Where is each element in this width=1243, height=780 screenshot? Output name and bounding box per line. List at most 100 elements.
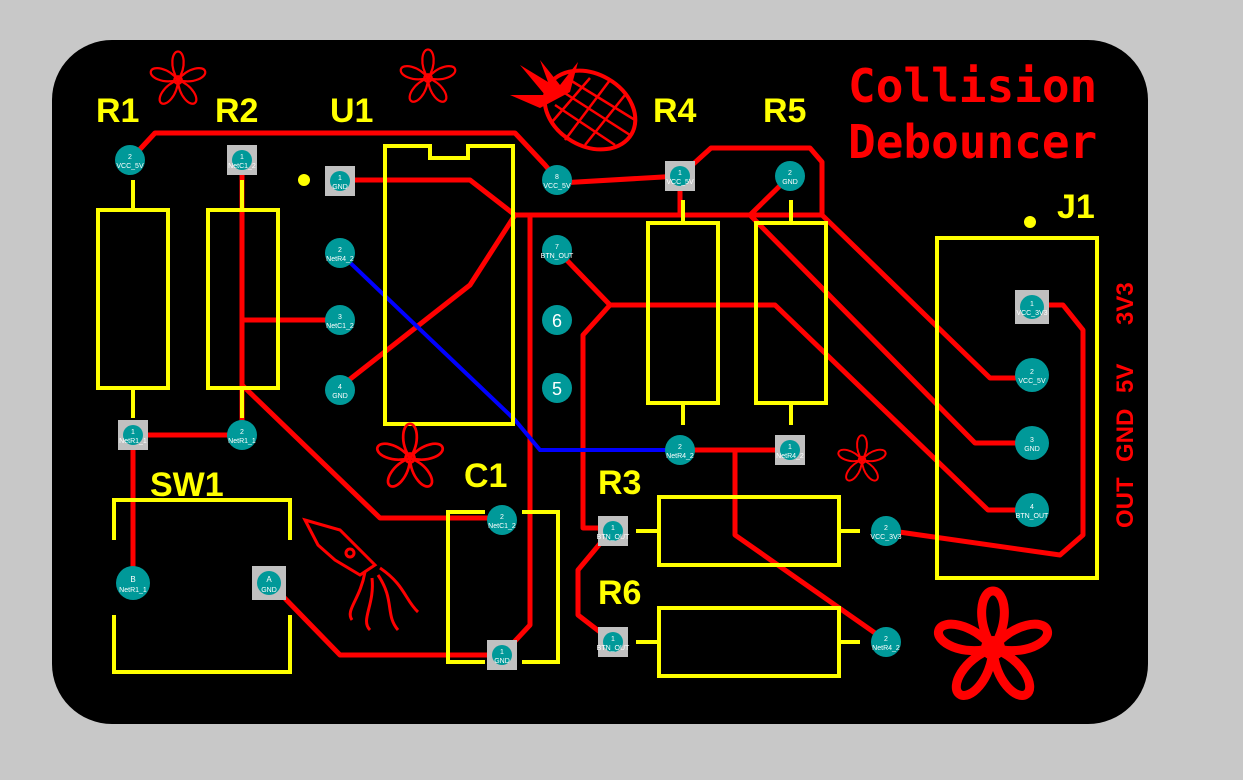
svg-text:1: 1: [611, 525, 615, 532]
svg-text:5: 5: [552, 379, 562, 399]
svg-text:3: 3: [1030, 437, 1034, 444]
label-r2: R2: [215, 92, 258, 130]
svg-text:2: 2: [1030, 369, 1034, 376]
svg-text:8: 8: [555, 174, 559, 181]
pad-r1-2: 2 VCC_5V: [115, 145, 145, 175]
j1-label-out: OUT: [1112, 477, 1139, 528]
label-j1: J1: [1057, 188, 1095, 226]
svg-text:BTN_OUT: BTN_OUT: [597, 645, 630, 652]
pad-u1-3: 3 NetC1_2: [325, 305, 355, 335]
svg-text:6: 6: [552, 311, 562, 331]
svg-text:1: 1: [611, 636, 615, 643]
svg-text:NetR4_2: NetR4_2: [776, 453, 804, 460]
svg-text:1: 1: [131, 429, 135, 436]
pineapple-icon: [510, 60, 638, 152]
pad-j1-4: 4 BTN_OUT: [1015, 493, 1049, 527]
pad-u1-2: 2 NetR4_2: [325, 238, 355, 268]
svg-text:2: 2: [788, 170, 792, 177]
svg-text:3: 3: [338, 314, 342, 321]
j1-pin1-marker: [1024, 216, 1036, 228]
svg-text:BTN_OUT: BTN_OUT: [1016, 513, 1049, 520]
svg-text:1: 1: [788, 444, 792, 451]
svg-text:1: 1: [1030, 301, 1034, 308]
label-r4: R4: [653, 92, 697, 130]
svg-text:VCC_5V: VCC_5V: [116, 163, 144, 170]
svg-text:GND: GND: [782, 179, 798, 186]
svg-text:GND: GND: [261, 587, 277, 594]
svg-text:1: 1: [500, 649, 504, 656]
svg-text:VCC_5V: VCC_5V: [1018, 378, 1046, 385]
pad-u1-4: 4 GND: [325, 375, 355, 405]
pad-r2-1: 1 NetC1_2: [227, 145, 257, 175]
svg-text:BTN_OUT: BTN_OUT: [541, 253, 574, 260]
pad-r5-1: 1 NetR4_2: [775, 435, 805, 465]
svg-text:VCC_3V3: VCC_3V3: [1016, 310, 1047, 317]
label-c1: C1: [464, 457, 507, 495]
pad-j1-3: 3 GND: [1015, 426, 1049, 460]
pad-j1-1: 1 VCC_3V3: [1015, 290, 1049, 324]
svg-text:4: 4: [338, 384, 342, 391]
svg-text:B: B: [130, 575, 135, 584]
label-sw1: SW1: [150, 466, 224, 504]
j1-label-gnd: GND: [1112, 409, 1139, 462]
svg-text:2: 2: [338, 247, 342, 254]
pad-r3-1: 1 BTN_OUT: [597, 516, 630, 546]
svg-text:2: 2: [128, 154, 132, 161]
pad-j1-2: 2 VCC_5V: [1015, 358, 1049, 392]
svg-text:GND: GND: [1024, 446, 1040, 453]
svg-text:GND: GND: [494, 658, 510, 665]
pad-c1-1: 1 GND: [487, 640, 517, 670]
board-title-line2: Debouncer: [848, 115, 1097, 169]
svg-text:NetR1_1: NetR1_1: [119, 587, 147, 594]
svg-text:NetR1_1: NetR1_1: [228, 438, 256, 445]
svg-text:1: 1: [678, 170, 682, 177]
svg-text:GND: GND: [332, 393, 348, 400]
svg-text:4: 4: [1030, 504, 1034, 511]
pad-sw1-a: A GND: [252, 566, 286, 600]
pad-r1-1: 1 NetR1_1: [118, 420, 148, 450]
label-r1: R1: [96, 92, 139, 130]
pad-r6-2: 2 NetR4_2: [871, 627, 901, 657]
pad-u1-5: 5: [542, 373, 572, 403]
label-r6: R6: [598, 574, 641, 612]
svg-text:1: 1: [240, 154, 244, 161]
label-r5: R5: [763, 92, 806, 130]
pad-r3-2: 2 VCC_3V3: [870, 516, 902, 546]
svg-text:VCC_5V: VCC_5V: [666, 179, 694, 186]
svg-text:GND: GND: [332, 184, 348, 191]
svg-text:NetR1_1: NetR1_1: [119, 438, 147, 445]
pad-r4-2: 2 NetR4_2: [665, 435, 695, 465]
svg-text:NetR4_2: NetR4_2: [666, 453, 694, 460]
pad-c1-2: 2 NetC1_2: [487, 505, 517, 535]
svg-text:NetR4_2: NetR4_2: [872, 645, 900, 652]
svg-text:2: 2: [884, 525, 888, 532]
back-copper-trace: [338, 251, 680, 452]
label-u1: U1: [330, 92, 373, 130]
svg-text:2: 2: [240, 429, 244, 436]
svg-text:NetC1_2: NetC1_2: [228, 163, 256, 170]
pad-u1-6: 6: [542, 305, 572, 335]
front-copper-traces: [127, 130, 1086, 658]
label-r3: R3: [598, 464, 641, 502]
silkscreen-outlines: [96, 144, 1099, 678]
pad-r5-2: 2 GND: [775, 161, 805, 191]
svg-text:BTN_OUT: BTN_OUT: [597, 534, 630, 541]
pad-u1-7: 7 BTN_OUT: [541, 235, 574, 265]
svg-text:NetR4_2: NetR4_2: [326, 256, 354, 263]
squid-icon: [302, 517, 420, 632]
svg-text:2: 2: [884, 636, 888, 643]
svg-text:NetC1_2: NetC1_2: [488, 523, 516, 530]
svg-text:A: A: [266, 575, 272, 584]
pad-r2-2: 2 NetR1_1: [227, 420, 257, 450]
svg-text:NetC1_2: NetC1_2: [326, 323, 354, 330]
svg-text:2: 2: [500, 514, 504, 521]
svg-text:2: 2: [678, 444, 682, 451]
svg-text:1: 1: [338, 175, 342, 182]
u1-pin1-marker: [298, 174, 310, 186]
pad-sw1-b: B NetR1_1: [116, 566, 150, 600]
board-title-line1: Collision: [848, 59, 1097, 113]
pad-u1-8: 8 VCC_5V: [542, 165, 572, 195]
pad-r6-1: 1 BTN_OUT: [597, 627, 630, 657]
pad-r4-1: 1 VCC_5V: [665, 161, 695, 191]
